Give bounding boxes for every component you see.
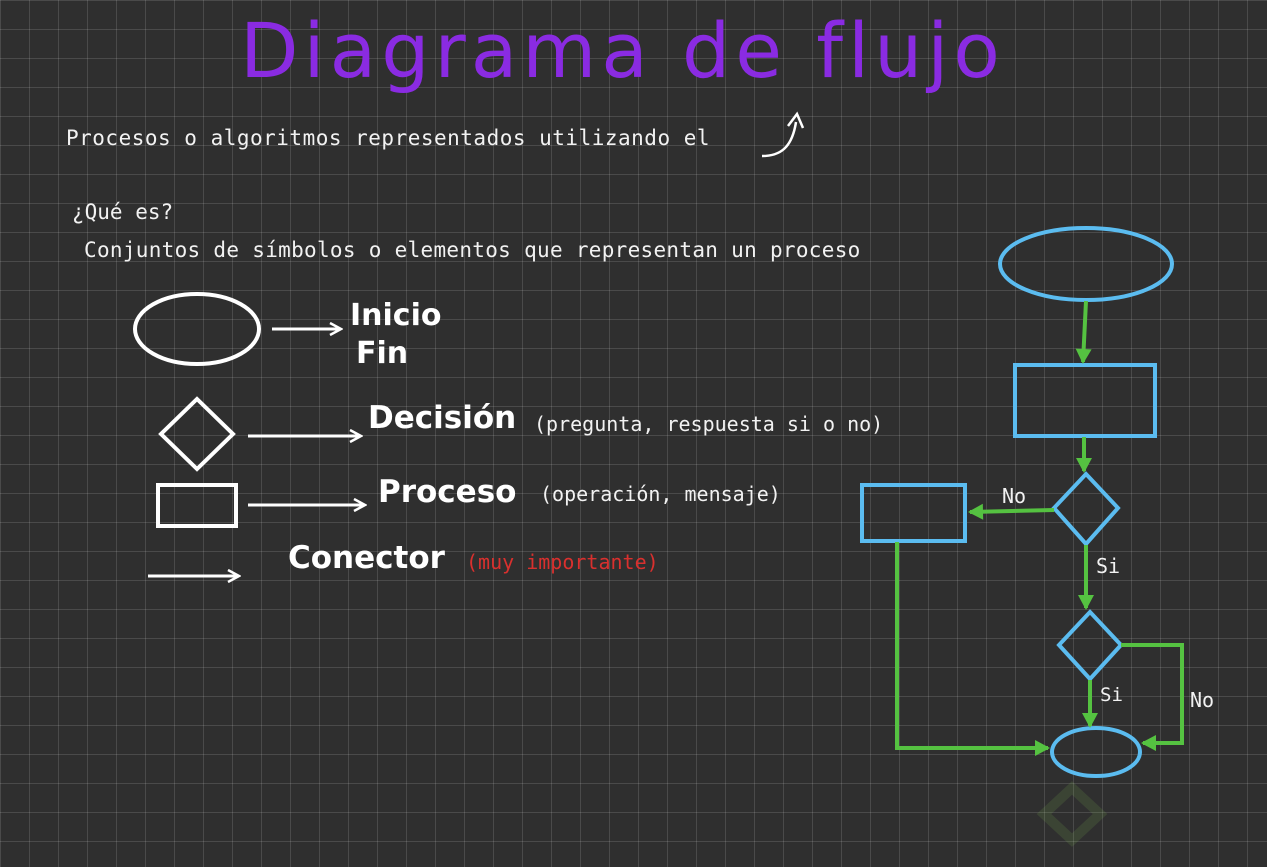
legend-process-shape xyxy=(156,483,238,528)
legend-decision-label: Decisión xyxy=(368,400,517,436)
legend-process-label: Proceso xyxy=(378,474,517,510)
flow-start-shape xyxy=(998,226,1174,302)
legend-end-label: Fin xyxy=(356,336,409,371)
legend-start-label: Inicio xyxy=(350,298,442,333)
flow-process-shape xyxy=(1013,363,1157,438)
page-title: Diagrama de flujo xyxy=(240,6,1005,95)
legend-decision-note: (pregunta, respuesta si o no) xyxy=(534,412,884,436)
flow-connector-no-2 xyxy=(1121,643,1184,751)
legend-connector-note: (muy importante) xyxy=(466,550,659,574)
question-text: ¿Qué es? xyxy=(72,200,174,224)
flow-connector-no-1 xyxy=(968,503,1055,520)
flow-decision-1-shape xyxy=(1051,471,1121,548)
flow-label-si-1: Si xyxy=(1096,554,1121,578)
flow-process-no-shape xyxy=(860,483,967,543)
answer-text: Conjuntos de símbolos o elementos que re… xyxy=(84,238,861,262)
legend-process-note: (operación, mensaje) xyxy=(540,482,781,506)
curved-arrow-head xyxy=(787,111,805,129)
watermark-logo-icon xyxy=(1036,781,1108,847)
flow-label-si-2: Si xyxy=(1100,684,1123,706)
curved-arrow-to-title xyxy=(761,121,798,158)
flow-decision-2-shape xyxy=(1056,609,1124,682)
legend-connector-label: Conector xyxy=(288,540,445,576)
flow-label-no-1: No xyxy=(1002,484,1027,508)
legend-decision-shape xyxy=(158,396,236,472)
flow-connector-process-end xyxy=(895,542,1050,756)
definition-text: Procesos o algoritmos representados util… xyxy=(66,126,711,150)
flow-end-shape xyxy=(1050,726,1142,778)
flow-label-no-2: No xyxy=(1190,688,1215,712)
flow-connector-start-process xyxy=(1075,300,1092,364)
legend-terminal-shape xyxy=(133,292,261,366)
